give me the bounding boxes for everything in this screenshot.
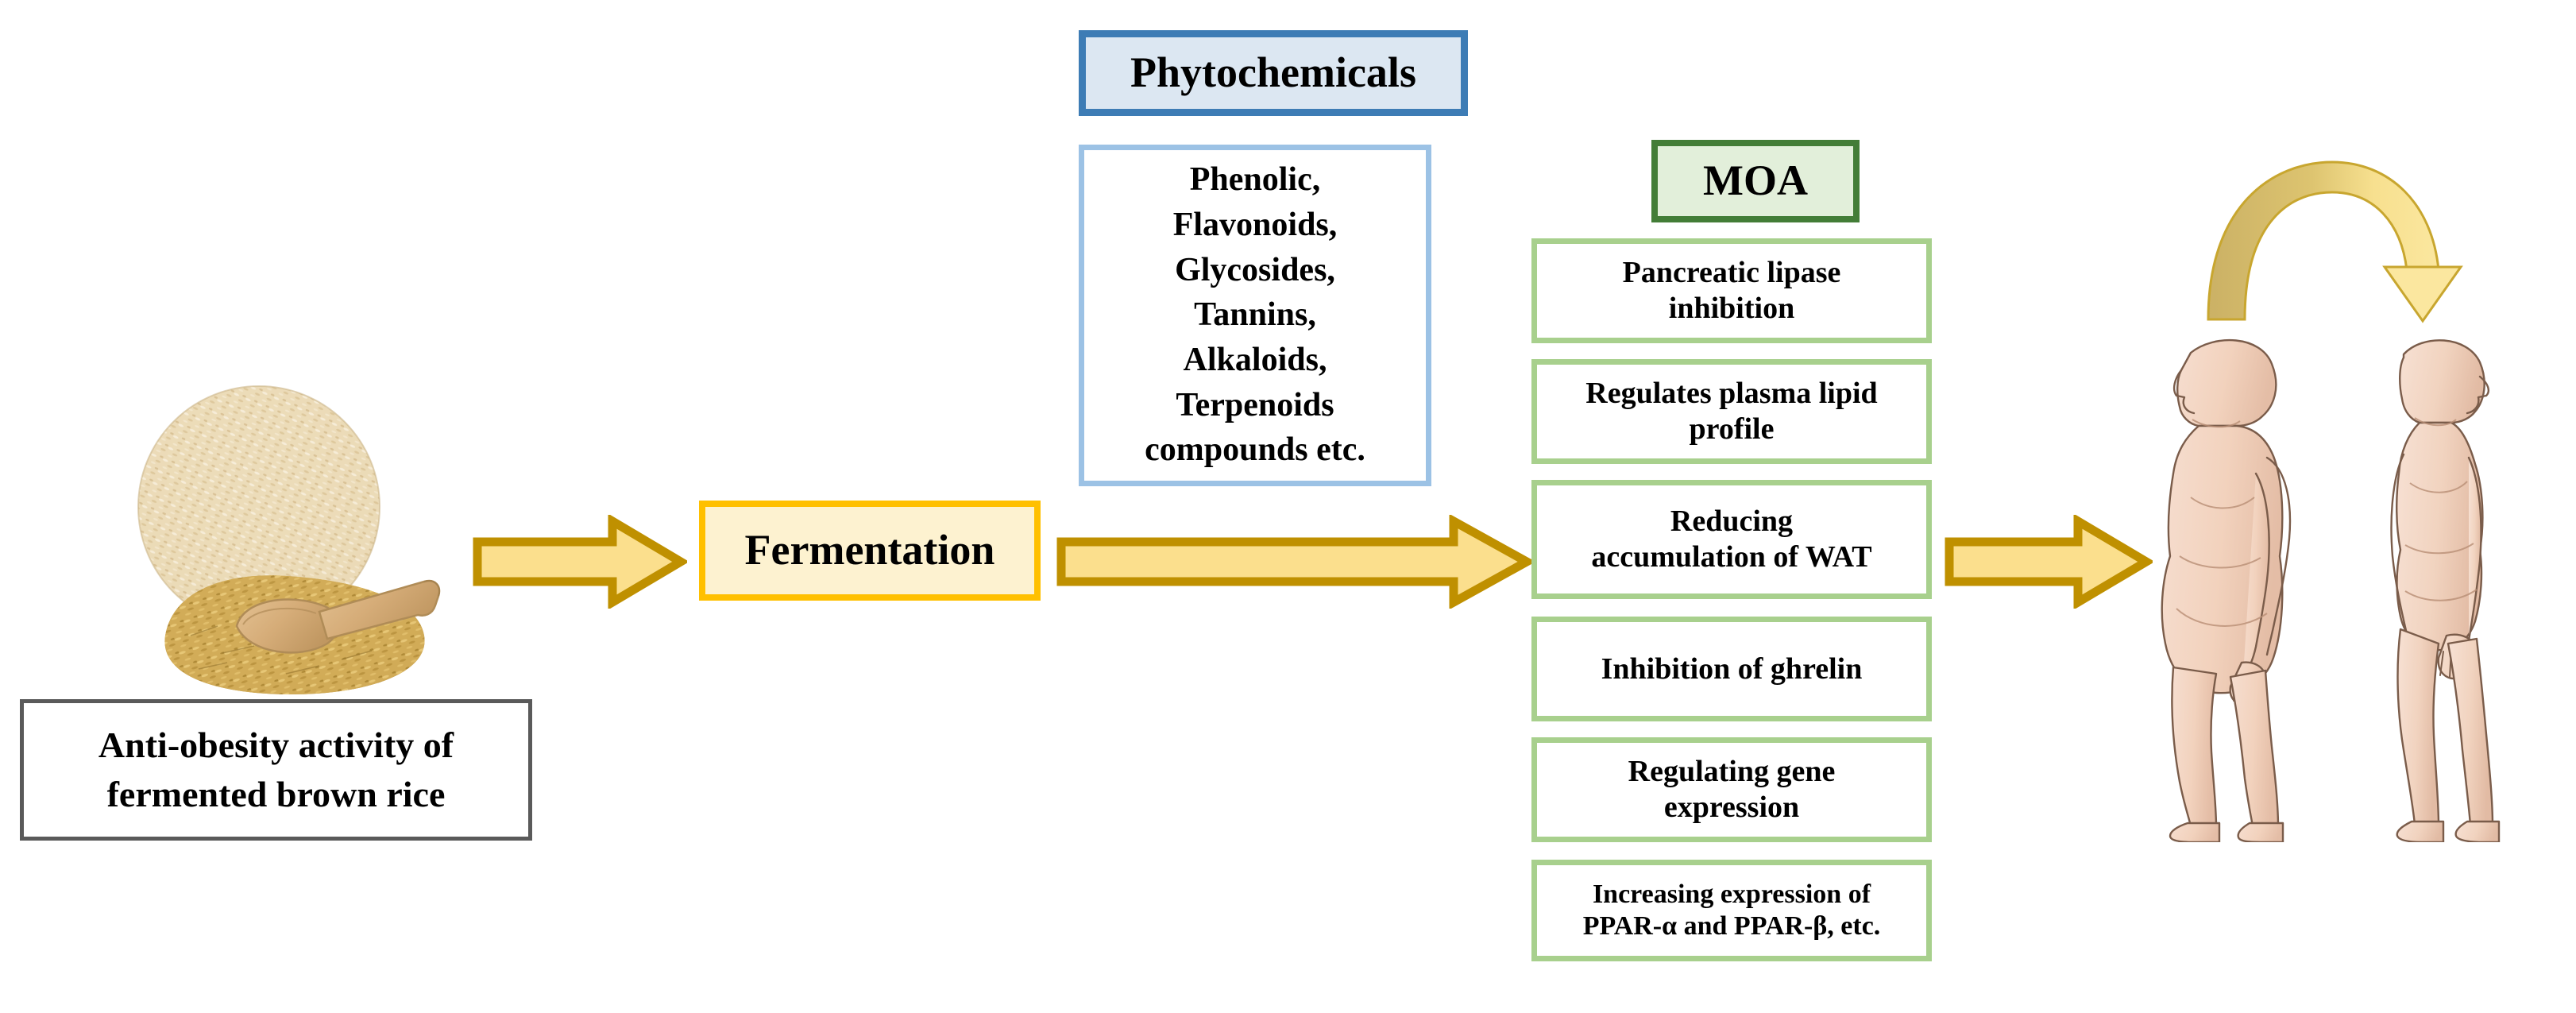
moa-item-line-2: expression: [1663, 791, 1800, 824]
brown-rice-image: [103, 373, 469, 707]
arrow-rice-to-fermentation: [473, 515, 687, 609]
moa-item: Inhibition of ghrelin: [1531, 617, 1932, 721]
moa-item-line-2: inhibition: [1668, 292, 1795, 325]
moa-item-line-2: profile: [1689, 412, 1775, 446]
arrow-fermentation-to-moa: [1056, 515, 1533, 609]
caption-line-2: fermented brown rice: [106, 774, 446, 814]
phytochemical-item: Glycosides,: [1175, 251, 1335, 288]
moa-item-line-2: PPAR-α and PPAR-β, etc.: [1582, 911, 1881, 941]
caption-box: Anti-obesity activity of fermented brown…: [20, 699, 532, 841]
moa-item: Reducing accumulation of WAT: [1531, 480, 1932, 599]
moa-item-line-2: accumulation of WAT: [1591, 540, 1872, 574]
moa-item-line-1: Regulating gene: [1628, 755, 1836, 789]
moa-item: Increasing expression of PPAR-α and PPAR…: [1531, 860, 1932, 961]
moa-item: Regulating gene expression: [1531, 737, 1932, 842]
phytochemicals-header-label: Phytochemicals: [1130, 48, 1416, 97]
slim-person-figure: [2327, 318, 2542, 842]
moa-item: Regulates plasma lipid profile: [1531, 359, 1932, 464]
phytochemical-item: Terpenoids: [1176, 386, 1334, 423]
fermentation-label: Fermentation: [744, 526, 995, 574]
moa-item: Pancreatic lipase inhibition: [1531, 238, 1932, 343]
fermentation-box: Fermentation: [699, 501, 1041, 601]
phytochemicals-header: Phytochemicals: [1079, 30, 1468, 116]
moa-item-line-1: Regulates plasma lipid: [1585, 377, 1878, 411]
moa-header-label: MOA: [1703, 157, 1808, 205]
arrow-moa-to-people: [1945, 515, 2153, 609]
phytochemicals-list: Phenolic, Flavonoids, Glycosides, Tannin…: [1079, 145, 1431, 486]
moa-item-line-1: Pancreatic lipase: [1622, 256, 1841, 290]
moa-header: MOA: [1651, 140, 1860, 222]
phytochemical-item: Alkaloids,: [1183, 341, 1327, 378]
moa-item-line-1: Increasing expression of: [1592, 879, 1871, 909]
moa-item-line-1: Inhibition of ghrelin: [1601, 651, 1863, 686]
phytochemical-item: compounds etc.: [1145, 431, 1365, 469]
moa-item-line-1: Reducing: [1670, 505, 1794, 539]
obese-person-figure: [2097, 318, 2335, 842]
caption-line-1: Anti-obesity activity of: [98, 724, 454, 765]
curved-transformation-arrow: [2176, 151, 2494, 334]
phytochemical-item: Phenolic,: [1189, 161, 1321, 199]
phytochemical-item: Tannins,: [1194, 296, 1316, 334]
phytochemical-item: Flavonoids,: [1172, 206, 1338, 243]
